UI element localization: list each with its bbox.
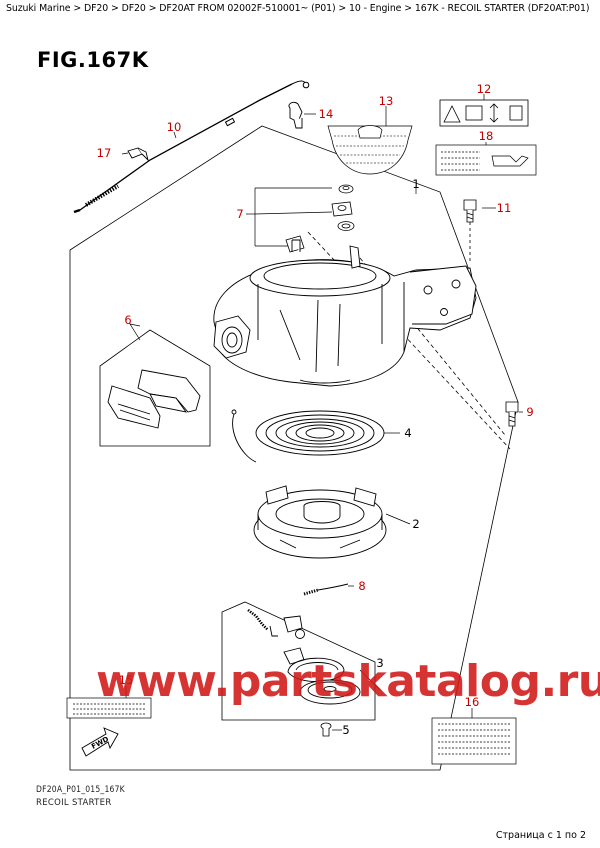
callout-7: 7 bbox=[236, 207, 244, 221]
callout-4: 4 bbox=[404, 426, 412, 440]
decal-left bbox=[66, 697, 152, 719]
fwd-arrow-icon bbox=[81, 727, 119, 757]
bolt-lower bbox=[505, 401, 519, 427]
callout-6: 6 bbox=[124, 313, 132, 327]
callout-16: 16 bbox=[464, 695, 480, 709]
watermark: www.partskatalog.ru bbox=[96, 656, 600, 707]
starter-cable bbox=[73, 80, 310, 214]
fwd-label: FWD bbox=[90, 735, 110, 751]
label-plate bbox=[327, 125, 413, 175]
callout-3: 3 bbox=[376, 656, 384, 670]
callout-12: 12 bbox=[476, 82, 492, 96]
figure-title: FIG.167K bbox=[37, 48, 149, 72]
decal-right bbox=[431, 717, 517, 765]
callout-8: 8 bbox=[358, 579, 366, 593]
callout-9: 9 bbox=[526, 405, 534, 419]
page-info: Страница с 1 по 2 bbox=[495, 830, 586, 841]
screw bbox=[320, 722, 332, 737]
callout-15: 15 bbox=[118, 673, 134, 687]
callout-5: 5 bbox=[342, 723, 350, 737]
handle-box bbox=[99, 329, 211, 447]
assembly-frame bbox=[69, 125, 519, 771]
callout-10: 10 bbox=[166, 120, 182, 134]
ratchet-box bbox=[221, 601, 376, 721]
callout-bracket-7 bbox=[254, 187, 333, 247]
drawing-caption: RECOIL STARTER bbox=[36, 798, 112, 808]
ratchet-parts bbox=[247, 608, 361, 705]
callout-1: 1 bbox=[412, 177, 420, 191]
callout-17: 17 bbox=[96, 146, 112, 160]
bolt-upper bbox=[463, 199, 477, 223]
starter-handle bbox=[107, 369, 201, 429]
leader-lines bbox=[121, 94, 523, 731]
cable-clip bbox=[127, 147, 149, 162]
drawing-code: DF20A_P01_015_167K bbox=[36, 785, 125, 795]
starter-housing bbox=[213, 239, 477, 387]
clip-part bbox=[288, 101, 303, 129]
callout-13: 13 bbox=[378, 94, 394, 108]
callout-18: 18 bbox=[478, 129, 494, 143]
oil-label bbox=[435, 144, 537, 176]
starter-rope bbox=[303, 583, 349, 596]
callout-2: 2 bbox=[412, 517, 420, 531]
breadcrumb: Suzuki Marine > DF20 > DF20 > DF20AT FRO… bbox=[6, 3, 590, 14]
recoil-spring bbox=[231, 409, 385, 463]
callout-11: 11 bbox=[496, 201, 512, 215]
callout-14: 14 bbox=[318, 107, 334, 121]
warning-label bbox=[439, 99, 529, 127]
starter-reel bbox=[253, 485, 387, 559]
